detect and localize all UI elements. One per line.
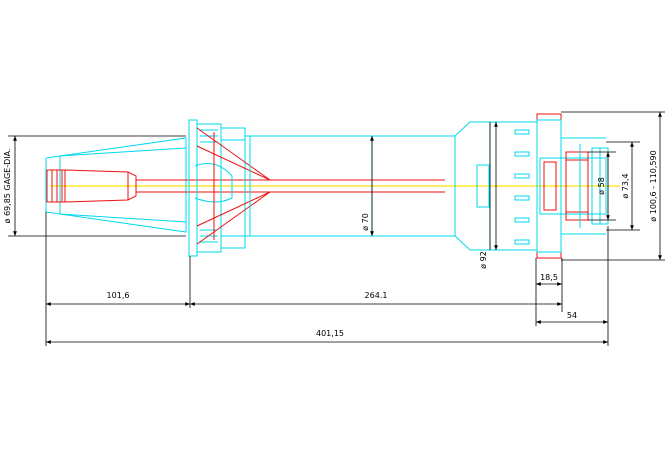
front-length-label: 54	[567, 311, 577, 320]
nose-dia-label: ø 92	[479, 251, 488, 269]
flange-width-label: 18,5	[540, 273, 558, 282]
retention-knob	[46, 169, 445, 203]
range-dia-label: ø 100,6 - 110,590	[649, 150, 658, 221]
body-dia-label: ø 70	[361, 213, 370, 231]
bore-dia-label: ø 58	[597, 177, 606, 195]
v-flange	[188, 119, 271, 257]
taper-shank	[45, 137, 187, 233]
front-face	[536, 113, 609, 259]
length-total-label: 401,15	[316, 329, 344, 338]
length-left-label: 101,6	[107, 291, 130, 300]
dimension-lines	[8, 111, 665, 346]
length-mid-label: 264.1	[365, 291, 388, 300]
gauge-dia-label: ø 69,85 GAGE-DIA.	[3, 149, 12, 224]
pilot-dia-label: ø 73,4	[621, 173, 630, 198]
